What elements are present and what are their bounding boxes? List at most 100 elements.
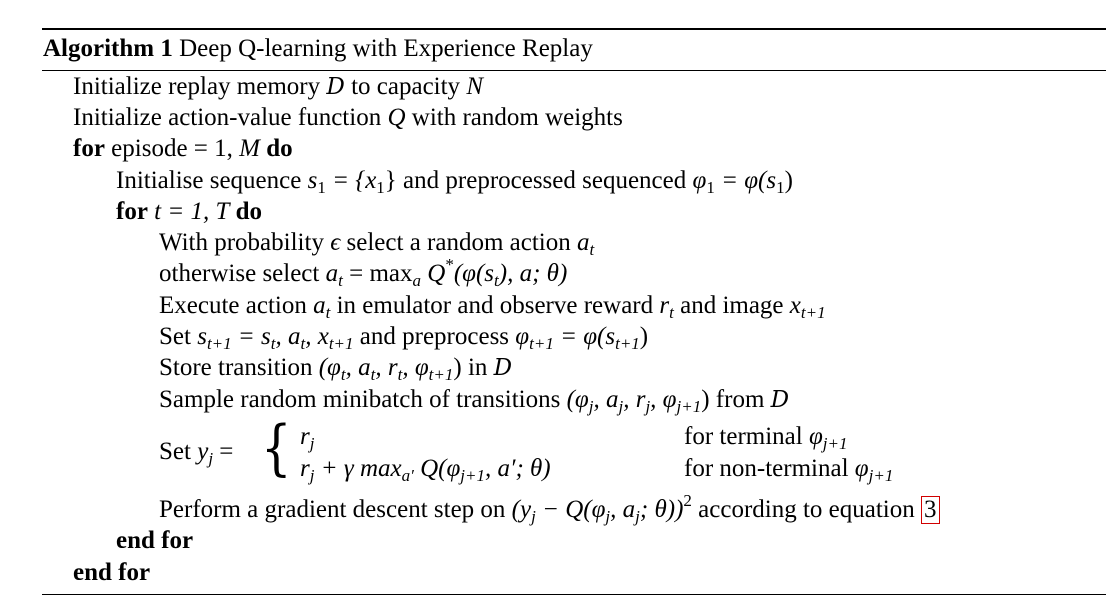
math: a: [325, 260, 339, 287]
math: + γ max: [314, 455, 402, 482]
math: = φ(s: [553, 323, 616, 350]
line-set-target: Set yj =: [159, 437, 233, 467]
math: , a: [610, 496, 636, 523]
keyword-for: for: [116, 198, 148, 225]
math-sub: a′: [401, 466, 414, 485]
math-sub: j: [635, 507, 640, 526]
math-sup: 2: [683, 491, 692, 510]
math: s: [197, 323, 207, 350]
math: r: [300, 455, 310, 482]
math-sub: j+1: [676, 397, 702, 416]
line-execute-action: Execute action at in emulator and observ…: [159, 291, 826, 321]
math: (φ: [566, 386, 589, 413]
math-sub: j: [208, 449, 214, 468]
math-sub: j: [588, 397, 594, 416]
cases-brace: {: [261, 413, 292, 483]
math: = {x: [325, 167, 377, 194]
keyword-do: do: [259, 135, 293, 162]
text: to capacity: [344, 73, 467, 100]
math: ): [784, 167, 793, 194]
math-sub: 1: [376, 178, 385, 197]
math: = max: [342, 260, 413, 287]
math-D: D: [326, 74, 345, 100]
math: ; θ)): [639, 496, 684, 523]
equation-reference-link[interactable]: 3: [921, 496, 940, 524]
math-sub: t+1: [206, 334, 232, 353]
math: =: [213, 438, 234, 465]
math-sub: j: [618, 397, 624, 416]
text: Perform a gradient descent step on: [159, 496, 512, 523]
line-set-state: Set st+1 = st, at, xt+1 and preprocess φ…: [159, 322, 648, 352]
math: , φ: [402, 354, 429, 381]
text: Sample random minibatch of transitions: [159, 386, 567, 413]
math: r: [300, 423, 310, 450]
math: a: [313, 292, 326, 319]
text: } and preprocessed sequenced: [384, 167, 693, 194]
text: otherwise select: [159, 260, 326, 287]
text: With probability: [159, 229, 331, 256]
text: Set: [159, 438, 198, 465]
line-sample-minibatch: Sample random minibatch of transitions (…: [159, 385, 789, 415]
math-sub: t+1: [800, 303, 826, 322]
math-sub: 1: [776, 178, 785, 197]
math: − Q(φ: [535, 496, 606, 523]
math-sub: j: [605, 507, 611, 526]
math-Q: Q: [387, 104, 406, 131]
math: r: [659, 292, 670, 319]
math: φ: [854, 455, 869, 482]
line-init-memory: Initialize replay memory D to capacity N: [73, 72, 483, 102]
line-end-for-inner: end for: [116, 527, 194, 554]
math-sub: a: [412, 271, 422, 290]
case-nonterminal-condition: for non-terminal φj+1: [684, 454, 893, 484]
line-end-for-outer: end for: [73, 559, 151, 586]
math: φ: [692, 167, 707, 194]
algorithm-label: Algorithm 1: [43, 35, 173, 62]
math: s: [307, 167, 318, 194]
math-sub: j+1: [822, 434, 848, 453]
math: ): [453, 354, 462, 381]
bottom-rule: [42, 594, 1106, 595]
math: ): [701, 386, 710, 413]
math-D: D: [493, 355, 513, 381]
math-sup: *: [445, 255, 454, 274]
text: and image: [673, 292, 790, 319]
algorithm-caption: Algorithm 1 Deep Q-learning with Experie…: [43, 34, 593, 64]
case-terminal-condition: for terminal φj+1: [684, 422, 848, 452]
line-store-transition: Store transition (φt, at, rt, φt+1) in D: [159, 353, 512, 383]
math-D: D: [770, 387, 790, 413]
text: select a random action: [340, 229, 577, 256]
math-sub: t: [669, 303, 674, 322]
math-sub: t+1: [529, 334, 554, 353]
math-sub: t: [338, 271, 343, 290]
math-sub: t: [325, 303, 331, 322]
text: with random weights: [405, 104, 623, 131]
math: , a: [345, 354, 371, 381]
math: , a′; θ): [484, 455, 551, 482]
text: in emulator and observe reward: [330, 292, 660, 319]
text: for terminal: [684, 423, 809, 450]
case-nonterminal-value: rj + γ maxa′ Q(φj+1, a′; θ): [300, 454, 551, 484]
math: , a: [593, 386, 619, 413]
line-epsilon-action: With probability ϵ select a random actio…: [159, 228, 594, 258]
math: Q(φ: [413, 455, 461, 482]
text: and preprocess: [353, 323, 516, 350]
math: , φ: [650, 386, 677, 413]
math: ): [639, 323, 649, 350]
text: Initialize replay memory: [73, 73, 327, 100]
math-sub: 1: [706, 178, 715, 197]
math: x: [789, 292, 801, 319]
math-sub: t+1: [328, 334, 354, 353]
math: t = 1, T: [147, 198, 230, 225]
algorithm-title: Deep Q-learning with Experience Replay: [179, 35, 593, 62]
math-sub: t+1: [615, 334, 640, 353]
math: , x: [305, 323, 329, 350]
math-sub: t: [397, 365, 403, 384]
math-sub: 1: [317, 178, 326, 197]
math: ), a; θ): [498, 260, 568, 287]
math-sub: j+1: [868, 466, 894, 485]
math: (y: [511, 496, 532, 523]
text: according to equation: [691, 496, 921, 523]
math-M: M: [239, 135, 260, 162]
math-sub: t: [340, 365, 346, 384]
math-sub: t: [300, 334, 306, 353]
